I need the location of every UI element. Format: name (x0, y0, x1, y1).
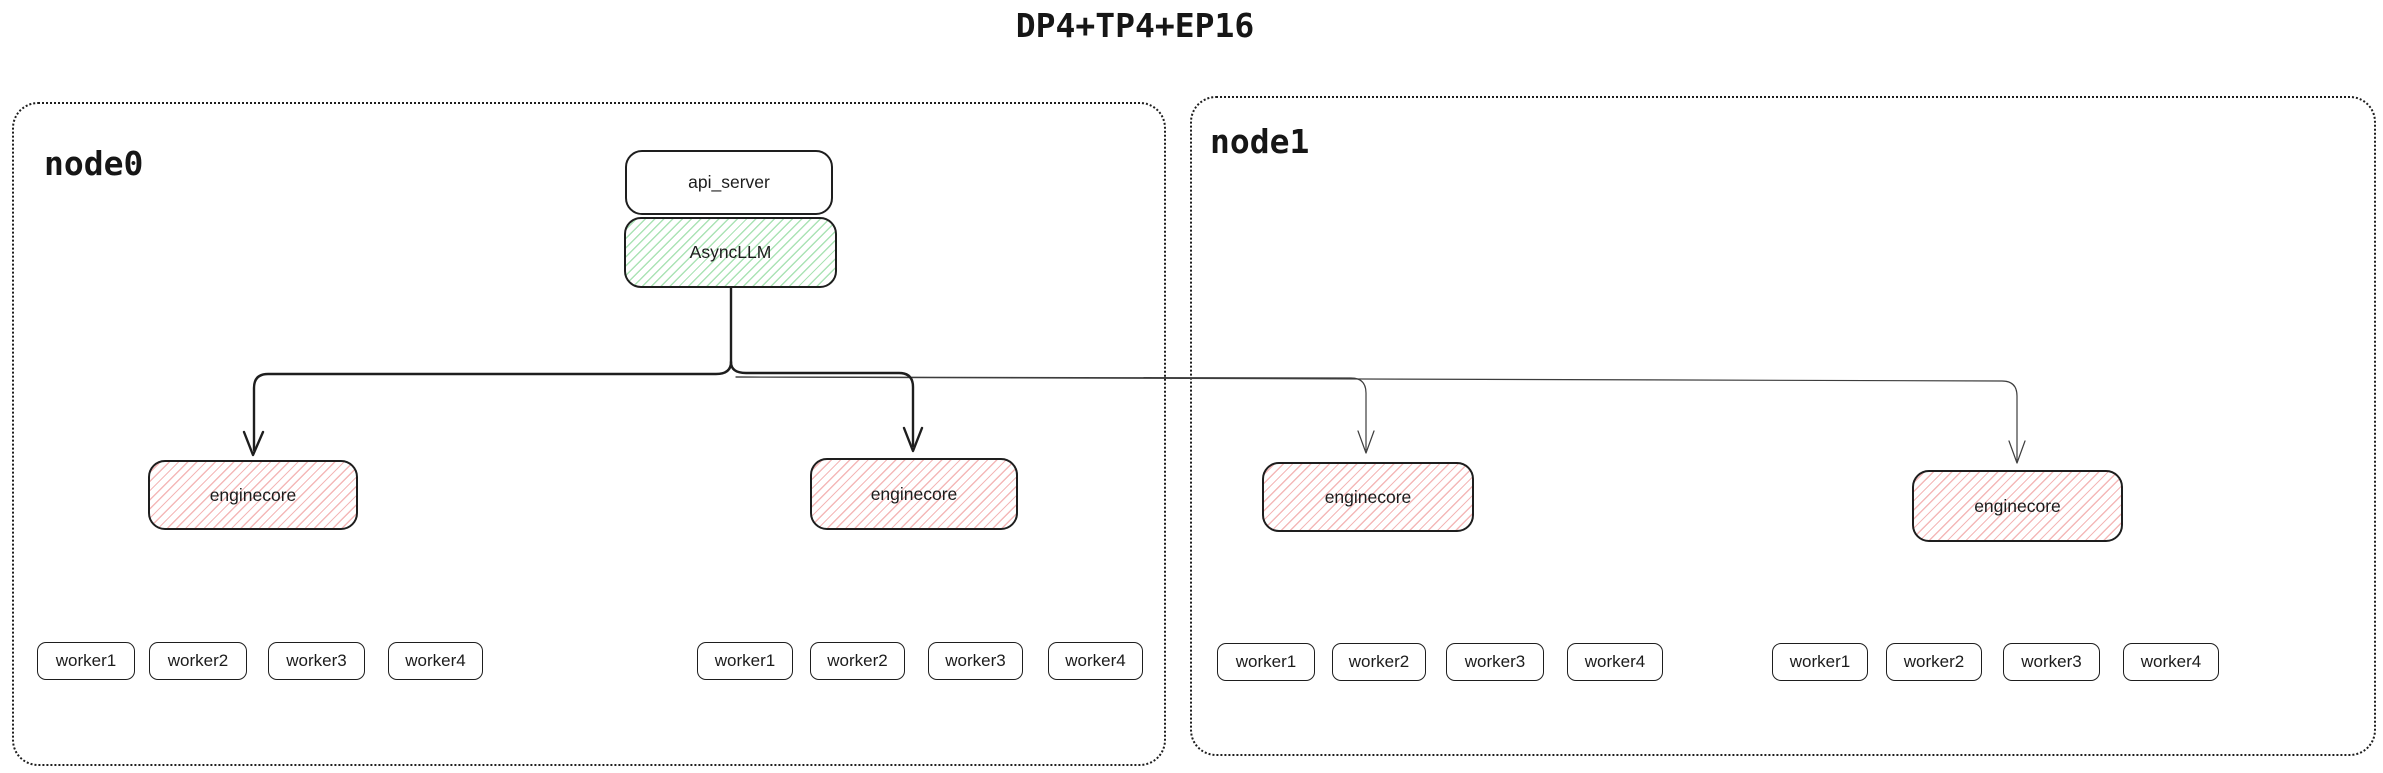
asyncllm-box: AsyncLLM (624, 217, 837, 288)
worker-chip: worker4 (2123, 643, 2219, 681)
api-server-box: api_server (625, 150, 833, 215)
enginecore-label: enginecore (870, 483, 958, 504)
worker-chip: worker3 (1446, 643, 1544, 681)
worker-label: worker3 (286, 651, 347, 670)
worker-chip: worker4 (1567, 643, 1663, 681)
diagram-title: DP4+TP4+EP16 (1015, 6, 1255, 45)
api-server-label: api_server (688, 172, 770, 192)
worker-chip: worker3 (928, 642, 1023, 680)
worker-label: worker1 (1235, 652, 1297, 671)
worker-chip: worker3 (268, 642, 365, 680)
worker-chip: worker2 (149, 642, 247, 680)
enginecore-label: enginecore (209, 484, 297, 505)
node0-label: node0 (44, 144, 144, 183)
worker-chip: worker4 (1048, 642, 1143, 680)
enginecore-box-4: enginecore (1912, 470, 2123, 542)
worker-chip: worker2 (810, 642, 905, 680)
enginecore-label: enginecore (1974, 495, 2061, 516)
asyncllm-label: AsyncLLM (689, 242, 772, 262)
worker-label: worker2 (827, 651, 888, 670)
worker-label: worker3 (2021, 652, 2082, 671)
worker-label: worker2 (1903, 652, 1965, 671)
worker-label: worker1 (714, 651, 776, 670)
worker-chip: worker3 (2003, 643, 2100, 681)
enginecore-label: enginecore (1324, 486, 1412, 507)
enginecore-box-2: enginecore (810, 458, 1018, 530)
enginecore-box-1: enginecore (148, 460, 358, 530)
worker-label: worker1 (1789, 652, 1851, 671)
worker-label: worker1 (55, 651, 117, 670)
node1-label: node1 (1210, 122, 1310, 161)
enginecore-box-3: enginecore (1262, 462, 1474, 532)
worker-chip: worker4 (388, 642, 483, 680)
worker-label: worker2 (167, 651, 229, 670)
worker-chip: worker1 (697, 642, 793, 680)
worker-chip: worker1 (1772, 643, 1868, 681)
worker-label: worker4 (2140, 652, 2202, 671)
worker-chip: worker2 (1886, 643, 1982, 681)
worker-label: worker3 (945, 651, 1006, 670)
worker-label: worker4 (405, 651, 466, 670)
worker-chip: worker2 (1332, 643, 1426, 681)
worker-label: worker4 (1065, 651, 1126, 670)
worker-label: worker3 (1464, 652, 1526, 671)
worker-chip: worker1 (1217, 643, 1315, 681)
worker-chip: worker1 (37, 642, 135, 680)
worker-label: worker4 (1584, 652, 1646, 671)
worker-label: worker2 (1348, 652, 1410, 671)
